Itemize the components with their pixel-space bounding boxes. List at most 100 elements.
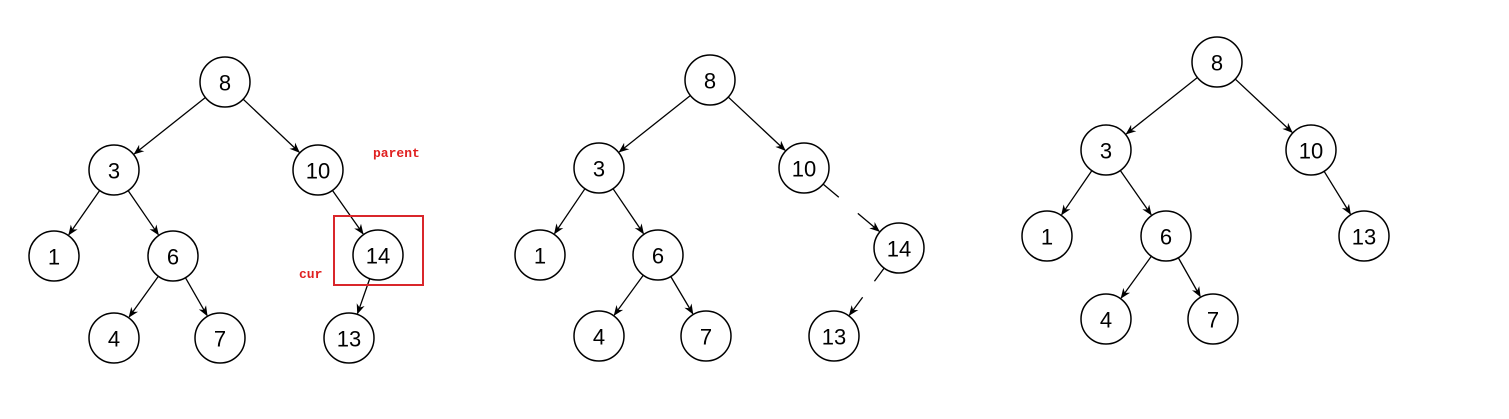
tree-node-3: 3 <box>573 142 625 194</box>
node-label: 6 <box>1160 225 1172 250</box>
tree-node-13: 13 <box>323 312 375 364</box>
edge-3-1 <box>554 188 586 235</box>
tree-node-4: 4 <box>88 312 140 364</box>
node-circle <box>28 230 80 282</box>
tree-node-8: 8 <box>1191 36 1243 88</box>
node-label: 6 <box>652 244 664 269</box>
edge-8-10 <box>242 98 300 153</box>
edge-10-13 <box>1323 170 1351 215</box>
node-label: 13 <box>1352 225 1376 250</box>
node-circle <box>573 142 625 194</box>
tree-node-6: 6 <box>632 229 684 281</box>
node-label: 8 <box>1211 51 1223 76</box>
edge-10-14-end <box>857 212 880 232</box>
node-label: 14 <box>887 237 911 262</box>
annotation-cur: cur <box>299 267 322 282</box>
node-circle <box>88 312 140 364</box>
tree-node-4: 4 <box>573 310 625 362</box>
edge-3-1 <box>68 190 101 236</box>
node-circle <box>1285 124 1337 176</box>
node-label: 4 <box>108 327 120 352</box>
node-circle <box>352 229 404 281</box>
node-circle <box>199 56 251 108</box>
node-circle <box>323 312 375 364</box>
edge-8-3 <box>618 95 691 153</box>
tree-node-14: 14 <box>873 222 925 274</box>
tree-node-4: 4 <box>1080 293 1132 345</box>
node-label: 3 <box>1100 139 1112 164</box>
tree-node-3: 3 <box>1080 124 1132 176</box>
annotation-parent: parent <box>373 146 420 161</box>
edge-3-6 <box>1119 170 1152 216</box>
node-circle <box>808 310 860 362</box>
tree-node-13: 13 <box>1338 210 1390 262</box>
edge-3-1 <box>1061 170 1093 216</box>
node-label: 3 <box>108 159 120 184</box>
node-label: 1 <box>534 244 546 269</box>
node-circle <box>573 310 625 362</box>
node-label: 8 <box>219 71 231 96</box>
tree-node-7: 7 <box>680 310 732 362</box>
tree-panel-before: 8 3 10 1 6 14 4 7 13 parent cur <box>28 56 424 364</box>
node-circle <box>873 222 925 274</box>
edge-3-6 <box>612 188 644 235</box>
tree-node-10: 10 <box>778 142 830 194</box>
edge-10-14-start <box>822 183 840 198</box>
node-label: 3 <box>593 157 605 182</box>
edge-6-4 <box>613 274 644 316</box>
edge-8-10 <box>727 96 786 151</box>
edge-14-13 <box>356 278 371 315</box>
edge-6-4 <box>128 275 159 318</box>
node-circle <box>778 142 830 194</box>
tree-node-6: 6 <box>147 230 199 282</box>
node-circle <box>1140 210 1192 262</box>
node-circle <box>514 229 566 281</box>
tree-node-10: 10 <box>292 144 344 196</box>
edge-6-7 <box>184 277 208 317</box>
edge-6-7 <box>670 276 694 315</box>
node-circle <box>1187 293 1239 345</box>
node-label: 13 <box>337 327 361 352</box>
edge-8-3 <box>1125 77 1198 135</box>
node-label: 4 <box>593 325 605 350</box>
tree-panel-during: 8 3 10 1 6 14 4 7 13 <box>514 54 925 362</box>
node-label: 1 <box>1041 225 1053 250</box>
tree-node-13: 13 <box>808 310 860 362</box>
edge-6-7 <box>1177 257 1201 298</box>
node-label: 10 <box>792 157 816 182</box>
highlight-box <box>333 215 424 286</box>
tree-node-7: 7 <box>1187 293 1239 345</box>
node-circle <box>1338 210 1390 262</box>
tree-node-7: 7 <box>194 312 246 364</box>
edge-14-13-end <box>848 296 864 316</box>
node-label: 8 <box>704 69 716 94</box>
node-circle <box>632 229 684 281</box>
edge-6-4 <box>1120 255 1152 299</box>
node-label: 10 <box>1299 139 1323 164</box>
node-circle <box>1080 124 1132 176</box>
node-label: 6 <box>167 245 179 270</box>
tree-node-1: 1 <box>28 230 80 282</box>
node-label: 7 <box>214 327 226 352</box>
edge-8-10 <box>1234 78 1293 133</box>
node-circle <box>292 144 344 196</box>
tree-node-3: 3 <box>88 144 140 196</box>
tree-node-8: 8 <box>684 54 736 106</box>
node-circle <box>684 54 736 106</box>
node-circle <box>1080 293 1132 345</box>
node-label: 1 <box>48 245 60 270</box>
tree-node-1: 1 <box>1021 210 1073 262</box>
tree-panel-after: 8 3 10 1 6 13 4 7 <box>1021 36 1390 345</box>
node-label: 13 <box>822 325 846 350</box>
tree-node-14: 14 <box>352 229 404 281</box>
node-circle <box>88 144 140 196</box>
node-circle <box>1021 210 1073 262</box>
edge-3-6 <box>127 190 159 236</box>
tree-node-8: 8 <box>199 56 251 108</box>
edge-14-13-start <box>873 267 885 282</box>
node-label: 4 <box>1100 308 1112 333</box>
tree-node-1: 1 <box>514 229 566 281</box>
node-label: 7 <box>700 325 712 350</box>
node-label: 10 <box>306 159 330 184</box>
